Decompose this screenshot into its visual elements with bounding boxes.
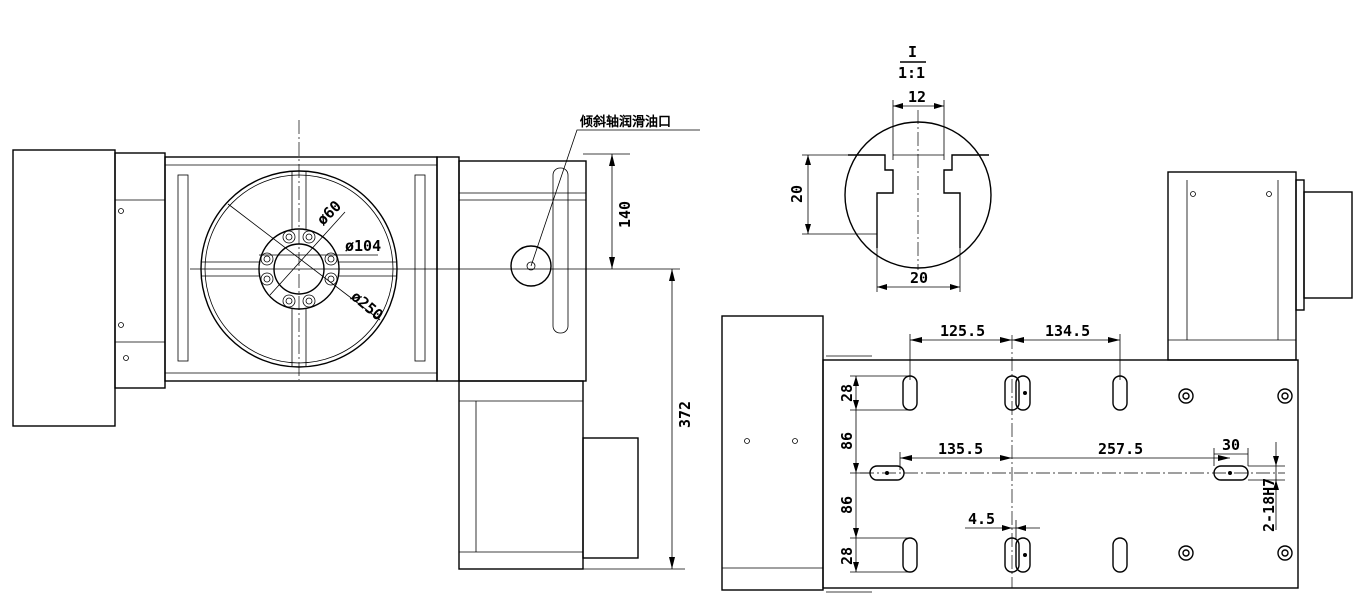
dimension-140: 140: [616, 201, 634, 228]
detail-dim-20-bottom: 20: [910, 269, 928, 287]
left-view: ø60 ø104 ø250 倾斜轴润滑油口 140 372: [12, 114, 700, 570]
plate-bolt-holes: [1178, 388, 1293, 561]
motor-flange: [114, 152, 166, 389]
table-plate: [822, 359, 1299, 589]
mounting-slots: [869, 375, 1249, 573]
right-view: 125.5 134.5 135.5 257.5 30 2-18H7 4.5: [721, 171, 1353, 593]
diameter-104-label: ø104: [345, 237, 381, 255]
dim-125-5: 125.5: [940, 322, 985, 340]
cradle-housing: [458, 160, 587, 382]
lubrication-oil-port: [510, 245, 552, 287]
table-bolt-holes: [260, 230, 338, 308]
detail-dim-12: 12: [908, 88, 926, 106]
motor-housing: [12, 149, 116, 427]
dim-28-top: 28: [838, 384, 856, 402]
upper-motor: [1303, 191, 1353, 299]
detail-scale: 1:1: [898, 64, 925, 82]
diameter-250-label: ø250: [347, 287, 386, 324]
dim-30: 30: [1222, 436, 1240, 454]
bolt-hole: [118, 208, 124, 214]
bolt-hole: [118, 322, 124, 328]
dim-135-5: 135.5: [938, 440, 983, 458]
bolt-hole: [123, 355, 129, 361]
side-motor: [582, 437, 639, 559]
plan-motor-housing: [721, 315, 824, 591]
detail-view: I 1:1 12 20 20: [788, 43, 992, 292]
dimension-372: 372: [676, 401, 694, 428]
detail-dim-20-vertical: 20: [788, 185, 806, 203]
lower-housing: [458, 380, 584, 570]
dim-2-18h7: 2-18H7: [1260, 478, 1278, 532]
oil-port-label: 倾斜轴润滑油口: [579, 114, 671, 130]
diameter-60-label: ø60: [313, 197, 345, 229]
dim-257-5: 257.5: [1098, 440, 1143, 458]
dim-28-bottom: 28: [838, 547, 856, 565]
dim-4-5: 4.5: [968, 510, 995, 528]
dim-86-top: 86: [838, 432, 856, 450]
dim-134-5: 134.5: [1045, 322, 1090, 340]
dim-86-bottom: 86: [838, 496, 856, 514]
section-mark: I: [908, 43, 917, 61]
